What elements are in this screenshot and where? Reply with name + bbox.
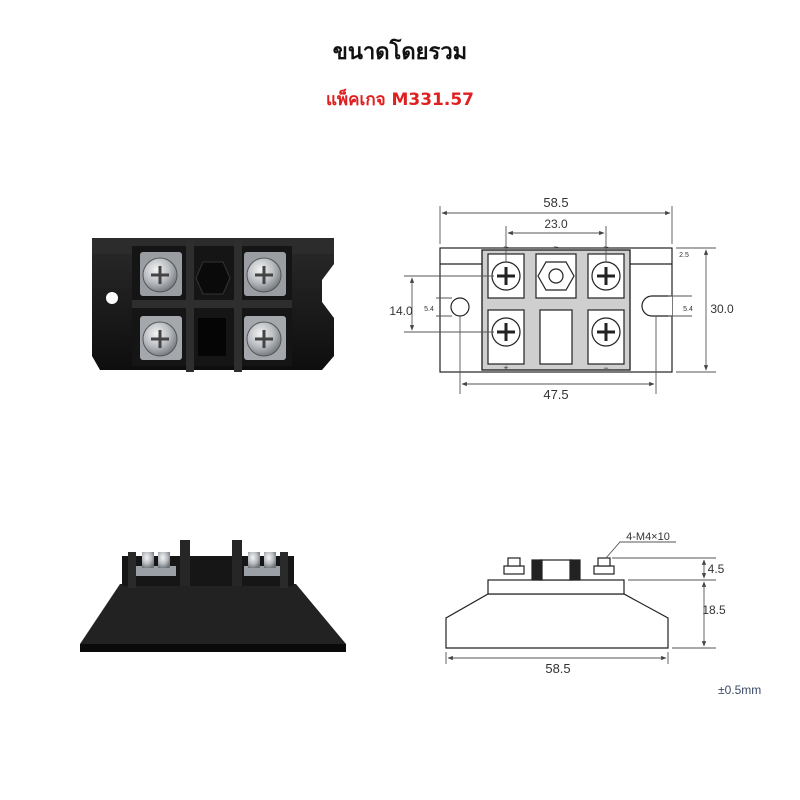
screw-side-left <box>503 557 525 575</box>
top-view-drawing <box>404 206 716 394</box>
screw-side-right <box>593 557 615 575</box>
dim-slot-width: 5.4 <box>683 306 693 313</box>
module-photo-side <box>80 540 346 652</box>
dim-edge-offset: 2.5 <box>679 252 689 259</box>
dim-height: 30.0 <box>710 302 734 316</box>
terminal-screw-top-left <box>140 252 182 296</box>
polarity-ac-right: ~ <box>603 242 608 252</box>
screw-photo-left <box>136 552 176 576</box>
package-subtitle: แพ็คเกจ M331.57 <box>325 90 475 110</box>
tolerance-note: ±0.5mm <box>718 683 762 697</box>
dim-screw-spec: 4-M4×10 <box>626 531 670 543</box>
dim-terminal-pitch: 23.0 <box>544 217 568 231</box>
polarity-ac-left: ~ <box>503 242 508 252</box>
mounting-hole-left <box>106 292 118 304</box>
dim-base-width: 58.5 <box>545 661 570 676</box>
terminal-screw-top-right <box>244 252 286 296</box>
module-photo-top <box>92 238 334 372</box>
dim-hole-pitch: 47.5 <box>543 387 568 402</box>
terminal-screw-bottom-left <box>140 316 182 360</box>
screw-photo-right <box>244 552 280 576</box>
polarity-plus: + <box>503 363 508 373</box>
page-title: ขนาดโดยรวม <box>332 40 468 65</box>
terminal-screw-bottom-right <box>244 316 286 360</box>
dim-overall-width: 58.5 <box>543 195 568 210</box>
dim-screw-height: 4.5 <box>708 562 725 576</box>
dim-hole-dia: 5.4 <box>424 306 434 313</box>
side-view-drawing <box>445 541 716 664</box>
dim-row-pitch: 14.0 <box>389 304 413 318</box>
polarity-minus: − <box>603 363 608 373</box>
polarity-ac-center: ~ <box>553 242 558 252</box>
dim-body-height: 18.5 <box>702 603 726 617</box>
